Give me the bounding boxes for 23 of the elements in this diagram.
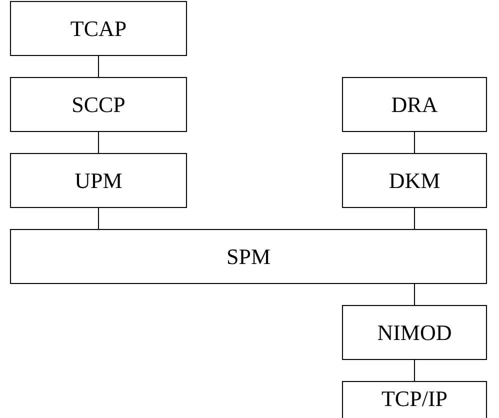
- module-box: [342, 305, 487, 360]
- connector-line: [98, 208, 99, 230]
- connector-line: [98, 56, 99, 78]
- module-box: [342, 153, 487, 208]
- connector-line: [414, 360, 415, 382]
- module-box: [342, 77, 487, 132]
- connector-line: [414, 284, 415, 306]
- module-label: SPM: [226, 246, 271, 268]
- module-label: TCAP: [70, 18, 127, 40]
- connector-line: [414, 132, 415, 154]
- connector-line: [98, 132, 99, 154]
- module-label: DKM: [388, 170, 440, 192]
- module-label: NIMOD: [377, 322, 452, 344]
- module-label: SCCP: [72, 94, 126, 116]
- connector-line: [414, 208, 415, 230]
- module-box: [10, 153, 187, 208]
- module-box: [10, 77, 187, 132]
- module-box: [342, 381, 487, 418]
- module-label: DRA: [391, 94, 438, 116]
- module-box: [10, 229, 487, 284]
- module-box: [10, 1, 187, 56]
- module-label: TCP/IP: [381, 388, 448, 410]
- module-label: UPM: [74, 170, 122, 192]
